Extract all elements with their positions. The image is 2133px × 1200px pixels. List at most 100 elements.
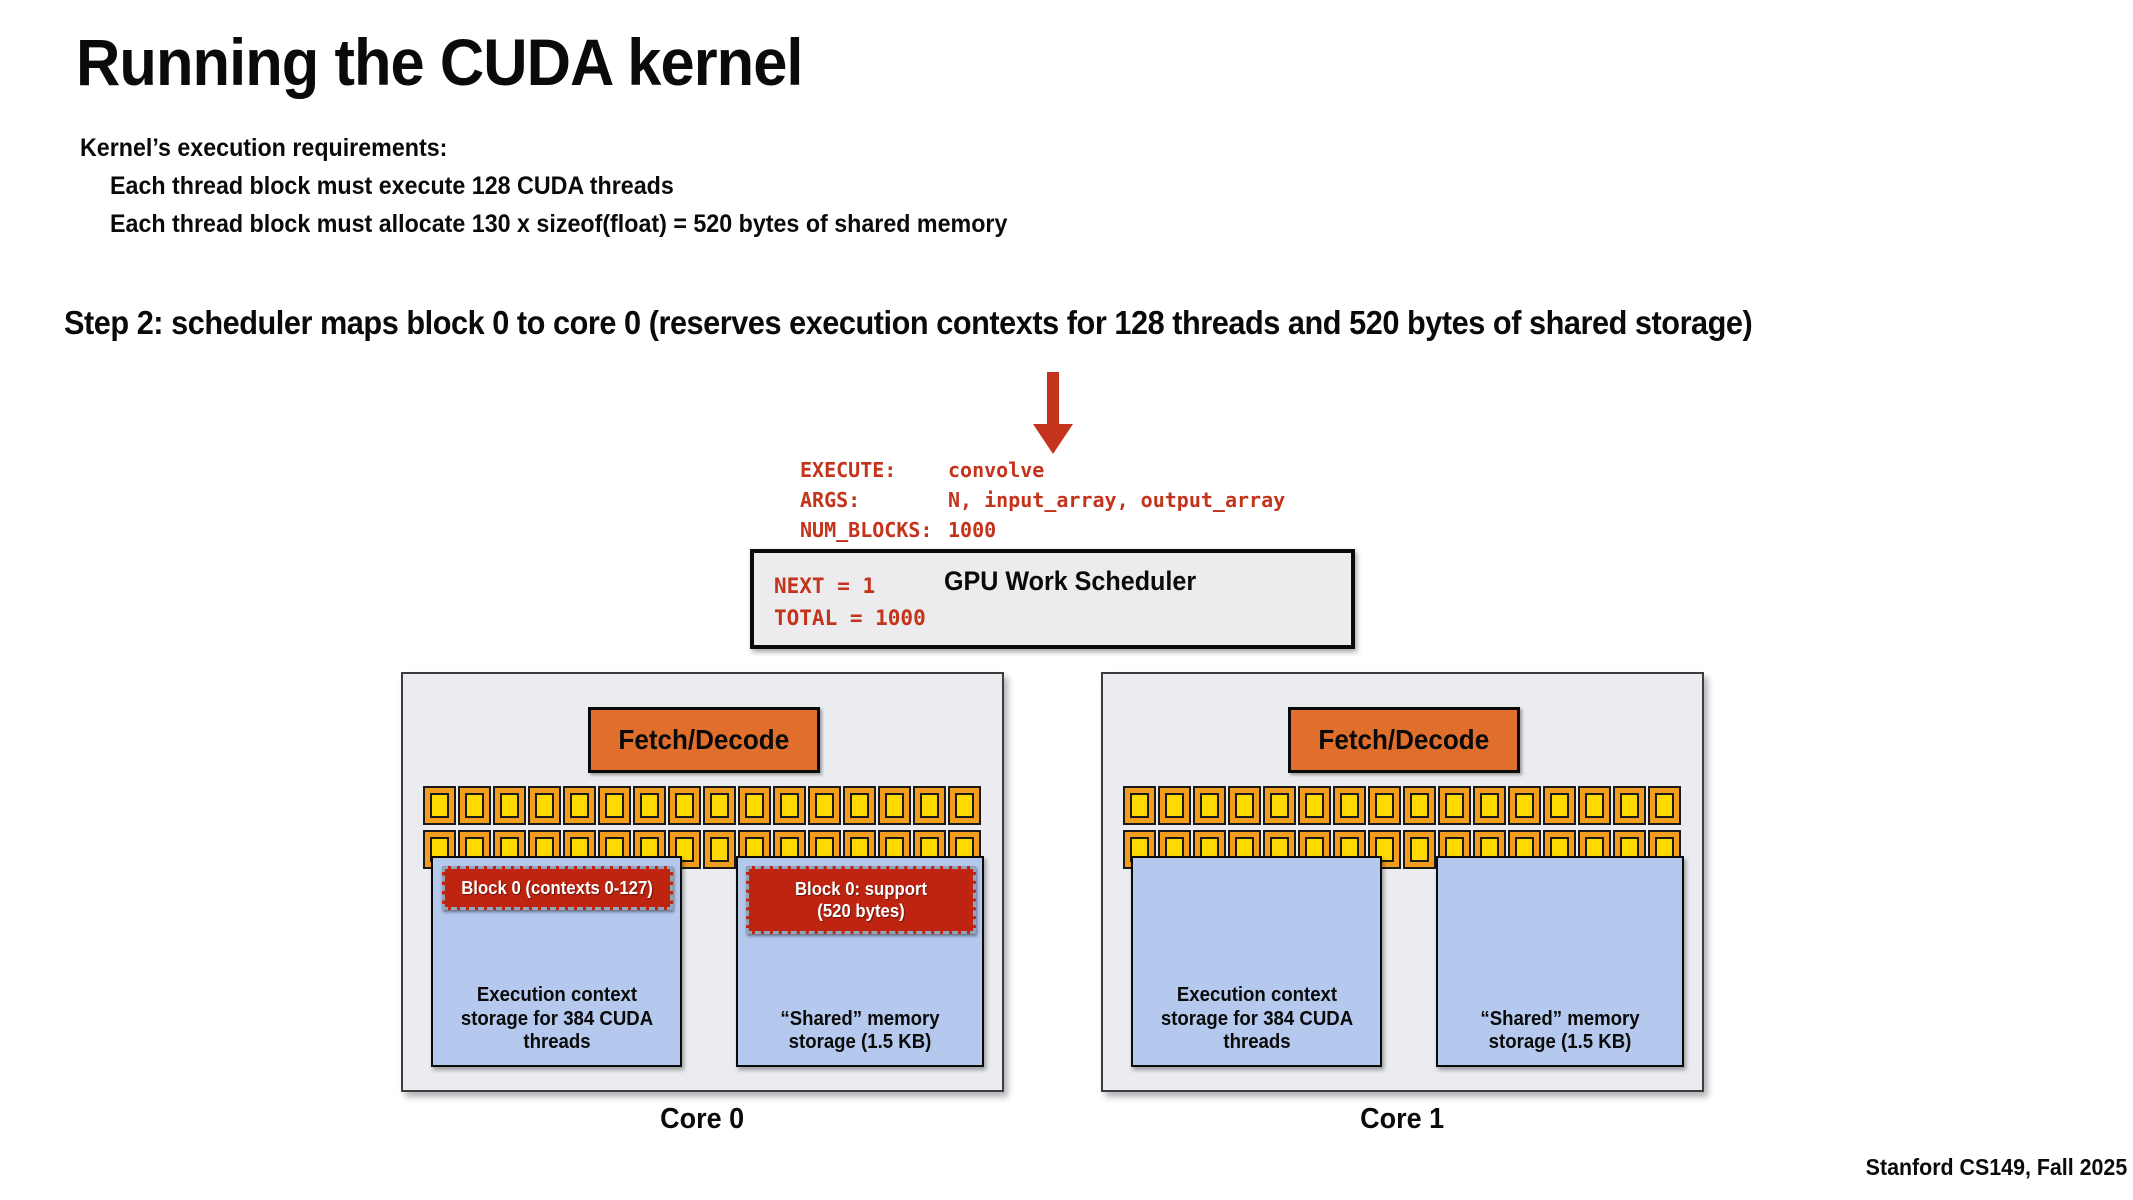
scheduler-title: GPU Work Scheduler — [944, 566, 1197, 596]
execution-unit-icon — [1508, 786, 1541, 825]
shared-storage-label: “Shared” memory storage (1.5 KB) — [1480, 1007, 1640, 1054]
execution-unit-core-icon — [500, 793, 519, 818]
execution-unit-core-icon — [1480, 793, 1499, 818]
execution-unit-icon — [633, 786, 666, 825]
execution-unit-core-icon — [710, 793, 729, 818]
execution-unit-icon — [1193, 786, 1226, 825]
execution-unit-icon — [1228, 786, 1261, 825]
execution-unit-icon — [738, 786, 771, 825]
execution-unit-core-icon — [1235, 793, 1254, 818]
launch-line: ARGS:N, input_array, output_array — [800, 488, 1286, 512]
execution-unit-core-icon — [745, 793, 764, 818]
kernel-launch-command: EXECUTE:convolve ARGS:N, input_array, ou… — [800, 455, 1285, 545]
gpu-work-scheduler-box: NEXT = 1 TOTAL = 1000 GPU Work Scheduler — [750, 549, 1355, 649]
execution-unit-icon — [563, 786, 596, 825]
launch-line: NUM_BLOCKS:1000 — [800, 518, 997, 542]
execution-unit-core-icon — [675, 793, 694, 818]
execution-unit-core-icon — [1620, 793, 1639, 818]
core-1-shared-memory-storage: “Shared” memory storage (1.5 KB) — [1436, 856, 1684, 1067]
execution-unit-core-icon — [815, 793, 834, 818]
execution-unit-core-icon — [1655, 793, 1674, 818]
execution-unit-icon — [843, 786, 876, 825]
execution-unit-core-icon — [920, 793, 939, 818]
execution-unit-icon — [1543, 786, 1576, 825]
execution-unit-core-icon — [1165, 793, 1184, 818]
execution-unit-core-icon — [535, 793, 554, 818]
core-1-fetch-decode: Fetch/Decode — [1288, 707, 1520, 773]
execution-unit-core-icon — [465, 793, 484, 818]
execution-unit-core-icon — [1270, 793, 1289, 818]
down-arrow-icon — [1047, 372, 1059, 426]
execution-unit-core-icon — [640, 793, 659, 818]
core-0-shared-memory-storage: Block 0: support(520 bytes) “Shared” mem… — [736, 856, 984, 1067]
execution-unit-core-icon — [1375, 837, 1394, 862]
execution-unit-core-icon — [430, 793, 449, 818]
execution-unit-row — [1123, 786, 1681, 825]
core-0-label: Core 0 — [660, 1103, 745, 1135]
requirements-heading: Kernel’s execution requirements: — [80, 134, 448, 162]
execution-unit-icon — [528, 786, 561, 825]
execution-unit-icon — [1158, 786, 1191, 825]
scheduler-total-value: TOTAL = 1000 — [774, 606, 926, 630]
execution-unit-icon — [1438, 786, 1471, 825]
core-0-block0-contexts: Block 0 (contexts 0-127) — [442, 866, 673, 910]
execution-unit-icon — [1403, 830, 1436, 869]
execution-unit-core-icon — [885, 793, 904, 818]
execution-unit-icon — [668, 830, 701, 869]
core-1-label: Core 1 — [1360, 1103, 1445, 1135]
down-arrow-head-icon — [1033, 424, 1073, 454]
execution-unit-core-icon — [1410, 837, 1429, 862]
core-1-exec-context-storage: Execution context storage for 384 CUDA t… — [1131, 856, 1382, 1067]
exec-storage-label: Execution context storage for 384 CUDA t… — [460, 984, 653, 1054]
core-1-execution-unit-grid — [1123, 786, 1681, 869]
execution-unit-core-icon — [955, 793, 974, 818]
execution-unit-core-icon — [1130, 793, 1149, 818]
exec-storage-label: Execution context storage for 384 CUDA t… — [1160, 984, 1353, 1054]
execution-unit-icon — [948, 786, 981, 825]
execution-unit-icon — [703, 786, 736, 825]
core-0-box: Fetch/Decode Block 0 (contexts 0-127) Ex… — [401, 672, 1004, 1092]
core-0-block0-support: Block 0: support(520 bytes) — [746, 866, 976, 934]
execution-unit-icon — [1648, 786, 1681, 825]
launch-line: EXECUTE:convolve — [800, 458, 1045, 482]
core-1-box: Fetch/Decode Execution context storage f… — [1101, 672, 1704, 1092]
execution-unit-core-icon — [1305, 793, 1324, 818]
execution-unit-core-icon — [1550, 793, 1569, 818]
execution-unit-icon — [1263, 786, 1296, 825]
execution-unit-icon — [878, 786, 911, 825]
execution-unit-icon — [808, 786, 841, 825]
execution-unit-icon — [1613, 786, 1646, 825]
shared-storage-label: “Shared” memory storage (1.5 KB) — [780, 1007, 940, 1054]
execution-unit-icon — [493, 786, 526, 825]
core-0-fetch-decode: Fetch/Decode — [588, 707, 820, 773]
requirement-item: Each thread block must allocate 130 x si… — [110, 210, 1008, 238]
execution-unit-core-icon — [850, 793, 869, 818]
execution-unit-icon — [1333, 786, 1366, 825]
execution-unit-core-icon — [570, 793, 589, 818]
step-caption: Step 2: scheduler maps block 0 to core 0… — [64, 304, 1753, 341]
execution-unit-core-icon — [1445, 793, 1464, 818]
execution-unit-core-icon — [1200, 793, 1219, 818]
execution-unit-icon — [458, 786, 491, 825]
execution-unit-row — [423, 786, 981, 825]
execution-unit-core-icon — [1375, 793, 1394, 818]
execution-unit-icon — [1368, 786, 1401, 825]
execution-unit-icon — [1298, 786, 1331, 825]
execution-unit-core-icon — [675, 837, 694, 862]
execution-unit-icon — [1123, 786, 1156, 825]
execution-unit-icon — [1403, 786, 1436, 825]
core-0-exec-context-storage: Block 0 (contexts 0-127) Execution conte… — [431, 856, 682, 1067]
execution-unit-icon — [913, 786, 946, 825]
execution-unit-core-icon — [1515, 793, 1534, 818]
execution-unit-core-icon — [710, 837, 729, 862]
execution-unit-core-icon — [1585, 793, 1604, 818]
requirement-item: Each thread block must execute 128 CUDA … — [110, 172, 674, 200]
scheduler-state: NEXT = 1 TOTAL = 1000 — [774, 570, 926, 634]
execution-unit-icon — [668, 786, 701, 825]
execution-unit-icon — [773, 786, 806, 825]
execution-unit-core-icon — [780, 793, 799, 818]
execution-unit-icon — [703, 830, 736, 869]
execution-unit-icon — [1578, 786, 1611, 825]
execution-unit-icon — [1473, 786, 1506, 825]
